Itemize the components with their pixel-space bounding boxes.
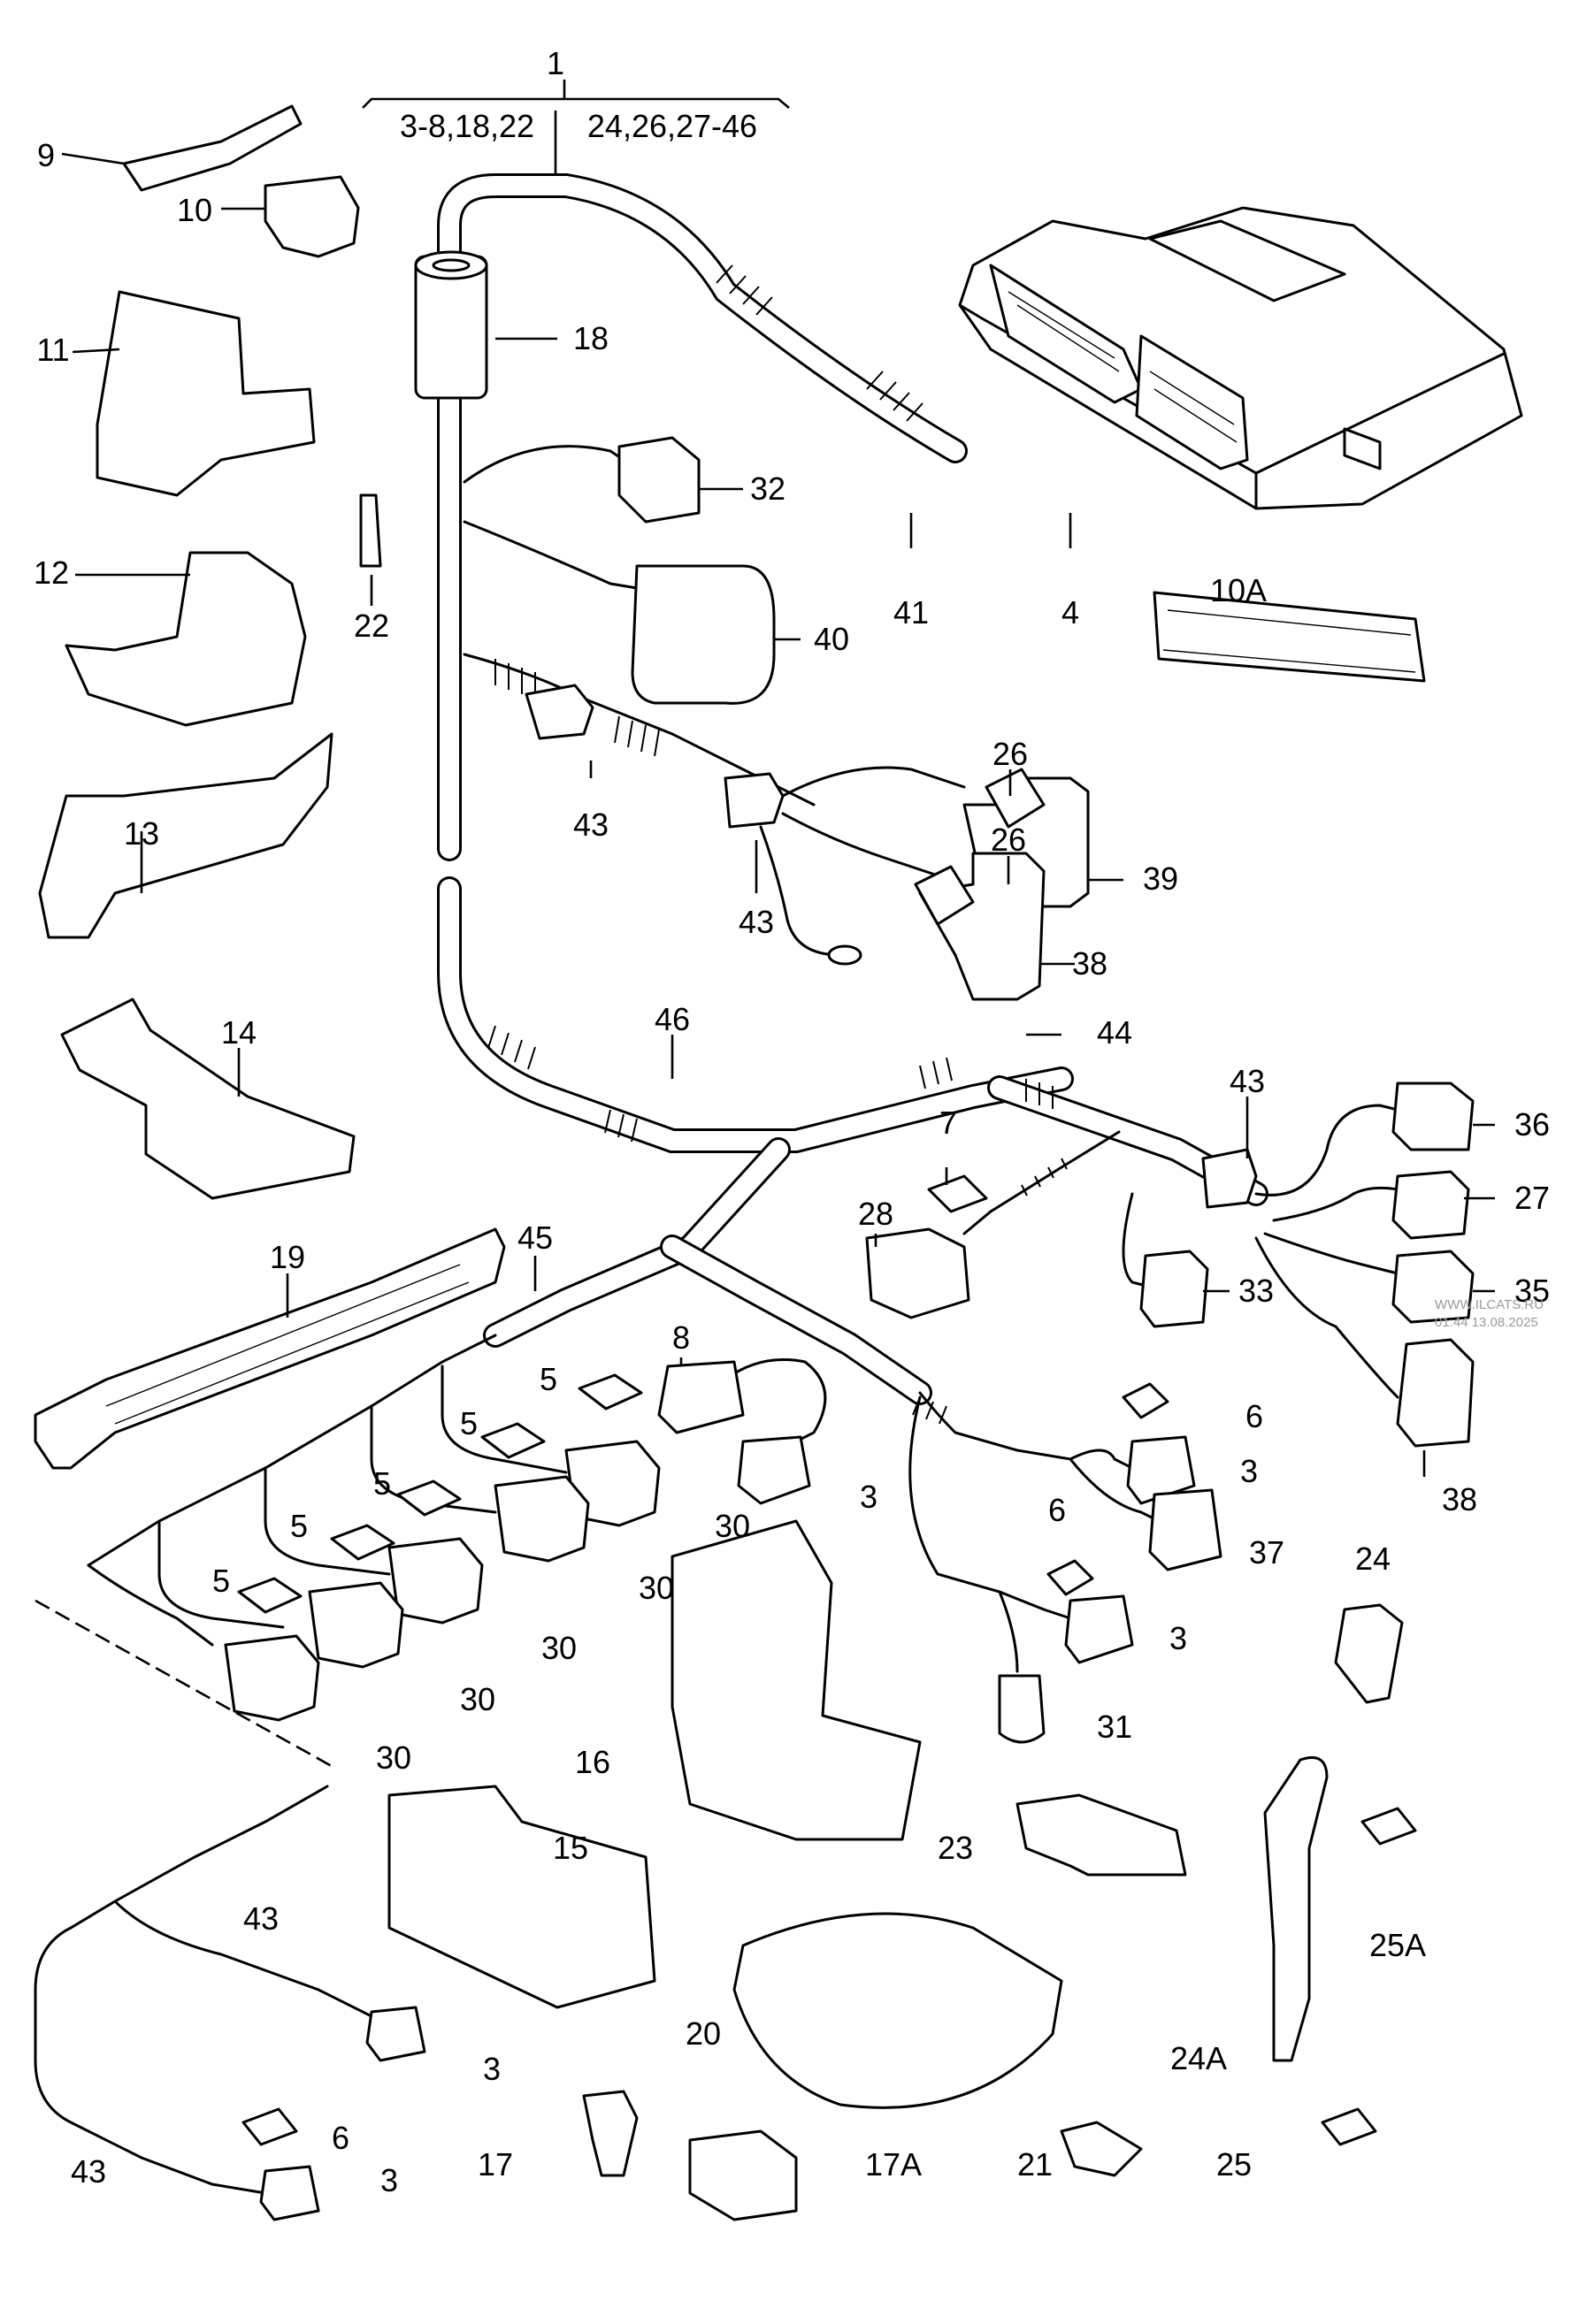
callout-label: 5 bbox=[212, 1563, 230, 1599]
callout-label: 26 bbox=[991, 822, 1026, 858]
callout-label: 41 bbox=[893, 594, 929, 631]
callout-label: 16 bbox=[575, 1744, 610, 1780]
main-harness bbox=[414, 173, 1268, 1405]
watermark-site: WWW.ILCATS.RU bbox=[1435, 1297, 1544, 1312]
group-bracket bbox=[362, 80, 790, 184]
callout-label: 31 bbox=[1097, 1709, 1132, 1745]
callout-label: 6 bbox=[1245, 1398, 1263, 1434]
callout-label: 38 bbox=[1442, 1481, 1477, 1517]
callout-label: 3 bbox=[860, 1479, 877, 1515]
callout-label: 5 bbox=[290, 1508, 308, 1544]
callout-label: 23 bbox=[938, 1830, 973, 1866]
lower-parts bbox=[387, 591, 1426, 2221]
callout-label: 32 bbox=[750, 470, 786, 507]
callout-label: 3 bbox=[380, 2162, 398, 2198]
callout-label: 14 bbox=[221, 1014, 257, 1051]
callout-label: 38 bbox=[1072, 945, 1107, 982]
callout-group-right: 24,26,27-46 bbox=[587, 108, 757, 144]
callout-label: 27 bbox=[1514, 1180, 1550, 1216]
callout-label: 36 bbox=[1514, 1106, 1550, 1143]
callout-label: 20 bbox=[686, 2015, 721, 2052]
callout-label: 4 bbox=[1061, 594, 1079, 631]
engine-control-unit bbox=[958, 206, 1523, 510]
callout-label: 43 bbox=[243, 1900, 279, 1937]
callout-label: 24A bbox=[1170, 2040, 1227, 2076]
callout-label: 26 bbox=[992, 736, 1028, 772]
left-brackets bbox=[34, 104, 506, 1470]
callout-label: 6 bbox=[332, 2120, 349, 2156]
callout-label: 43 bbox=[71, 2153, 106, 2190]
callout-label: 46 bbox=[655, 1001, 690, 1037]
callout-label: 22 bbox=[354, 608, 389, 644]
callout-label: 8 bbox=[672, 1319, 690, 1356]
lower-left-harness bbox=[34, 1785, 426, 2221]
callout-label: 30 bbox=[541, 1630, 577, 1666]
right-branches bbox=[1122, 1082, 1475, 1448]
callout-label: 43 bbox=[739, 904, 774, 940]
callout-label: 44 bbox=[1097, 1014, 1132, 1051]
callout-label: 3 bbox=[1169, 1620, 1187, 1656]
callout-label: 30 bbox=[639, 1570, 674, 1606]
callout-labels: 1 3-8,18,22 24,26,27-46 9101112131418322… bbox=[34, 45, 1550, 2198]
callout-label: 24 bbox=[1355, 1540, 1391, 1577]
callout-label: 5 bbox=[460, 1405, 478, 1441]
callout-label: 13 bbox=[124, 815, 159, 852]
callout-label: 11 bbox=[36, 332, 69, 368]
callout-label: 45 bbox=[517, 1219, 553, 1256]
callout-1: 1 bbox=[547, 45, 564, 81]
callout-label: 6 bbox=[1048, 1492, 1066, 1528]
callout-label: 17A bbox=[865, 2146, 922, 2183]
callout-label: 30 bbox=[376, 1739, 411, 1776]
callout-label: 7 bbox=[939, 1105, 957, 1141]
callout-label: 39 bbox=[1143, 860, 1178, 897]
callout-label: 40 bbox=[814, 621, 849, 657]
callout-label: 19 bbox=[270, 1239, 305, 1275]
callout-label: 10 bbox=[177, 192, 212, 228]
callout-label: 33 bbox=[1238, 1273, 1274, 1309]
callout-label: 25A bbox=[1369, 1927, 1426, 1963]
callout-label: 28 bbox=[858, 1196, 893, 1232]
callout-group-left: 3-8,18,22 bbox=[400, 108, 534, 144]
callout-label: 43 bbox=[1230, 1063, 1265, 1099]
callout-label: 21 bbox=[1017, 2146, 1053, 2183]
callout-label: 18 bbox=[573, 320, 609, 356]
callout-label: 3 bbox=[483, 2051, 501, 2087]
callout-label: 10A bbox=[1210, 572, 1267, 608]
leader-lines bbox=[61, 152, 1495, 1477]
callout-label: 5 bbox=[373, 1465, 391, 1502]
callout-label: 35 bbox=[1514, 1273, 1550, 1309]
callout-label: 5 bbox=[540, 1361, 557, 1397]
callout-label: 9 bbox=[37, 137, 55, 173]
callout-label: 17 bbox=[478, 2146, 513, 2183]
callout-label: 15 bbox=[553, 1830, 588, 1866]
callout-label: 43 bbox=[573, 807, 609, 843]
callout-label: 12 bbox=[34, 554, 69, 591]
callout-label: 3 bbox=[1240, 1453, 1258, 1489]
callout-label: 30 bbox=[460, 1681, 495, 1717]
center-connectors bbox=[657, 1130, 1222, 1744]
callout-label: 30 bbox=[715, 1508, 750, 1544]
watermark-timestamp: 01:44 13.08.2025 bbox=[1435, 1315, 1538, 1330]
callout-label: 25 bbox=[1216, 2146, 1252, 2183]
injector-connectors bbox=[34, 1334, 661, 1770]
callout-label: 37 bbox=[1249, 1534, 1284, 1571]
upper-branches bbox=[463, 436, 1090, 1001]
